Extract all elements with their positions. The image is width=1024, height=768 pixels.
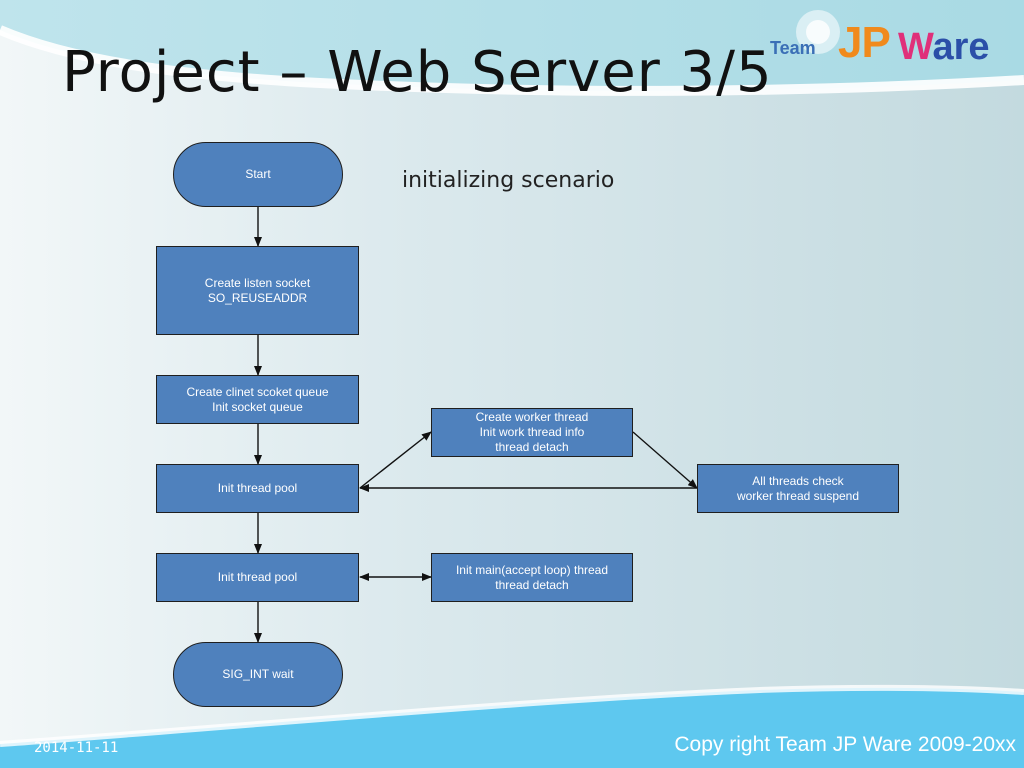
node-create-listen-socket: Create listen socket SO_REUSEADDR xyxy=(156,246,359,335)
slide-date: 2014-11-11 xyxy=(34,740,119,756)
slide-copyright: Copy right Team JP Ware 2009-20xx xyxy=(674,733,1016,756)
diagram-subtitle: initializing scenario xyxy=(402,168,615,193)
logo-jp-text: JP xyxy=(838,18,891,67)
node-create-client-socket-queue: Create clinet scoket queue Init socket q… xyxy=(156,375,359,424)
logo-w-letter: W xyxy=(898,26,933,68)
node-init-main-thread: Init main(accept loop) thread thread det… xyxy=(431,553,633,602)
node-sigint-wait: SIG_INT wait xyxy=(173,642,343,707)
logo-team-text: Team xyxy=(770,38,816,58)
node-init-thread-pool-1: Init thread pool xyxy=(156,464,359,513)
logo-ware-text: Ware xyxy=(898,26,990,69)
logo-are-letters: are xyxy=(932,26,990,68)
node-create-worker-thread: Create worker thread Init work thread in… xyxy=(431,408,633,457)
node-all-threads-check: All threads check worker thread suspend xyxy=(697,464,899,513)
node-init-thread-pool-2: Init thread pool xyxy=(156,553,359,602)
slide-title: Project – Web Server 3/5 xyxy=(62,40,773,105)
node-start: Start xyxy=(173,142,343,207)
